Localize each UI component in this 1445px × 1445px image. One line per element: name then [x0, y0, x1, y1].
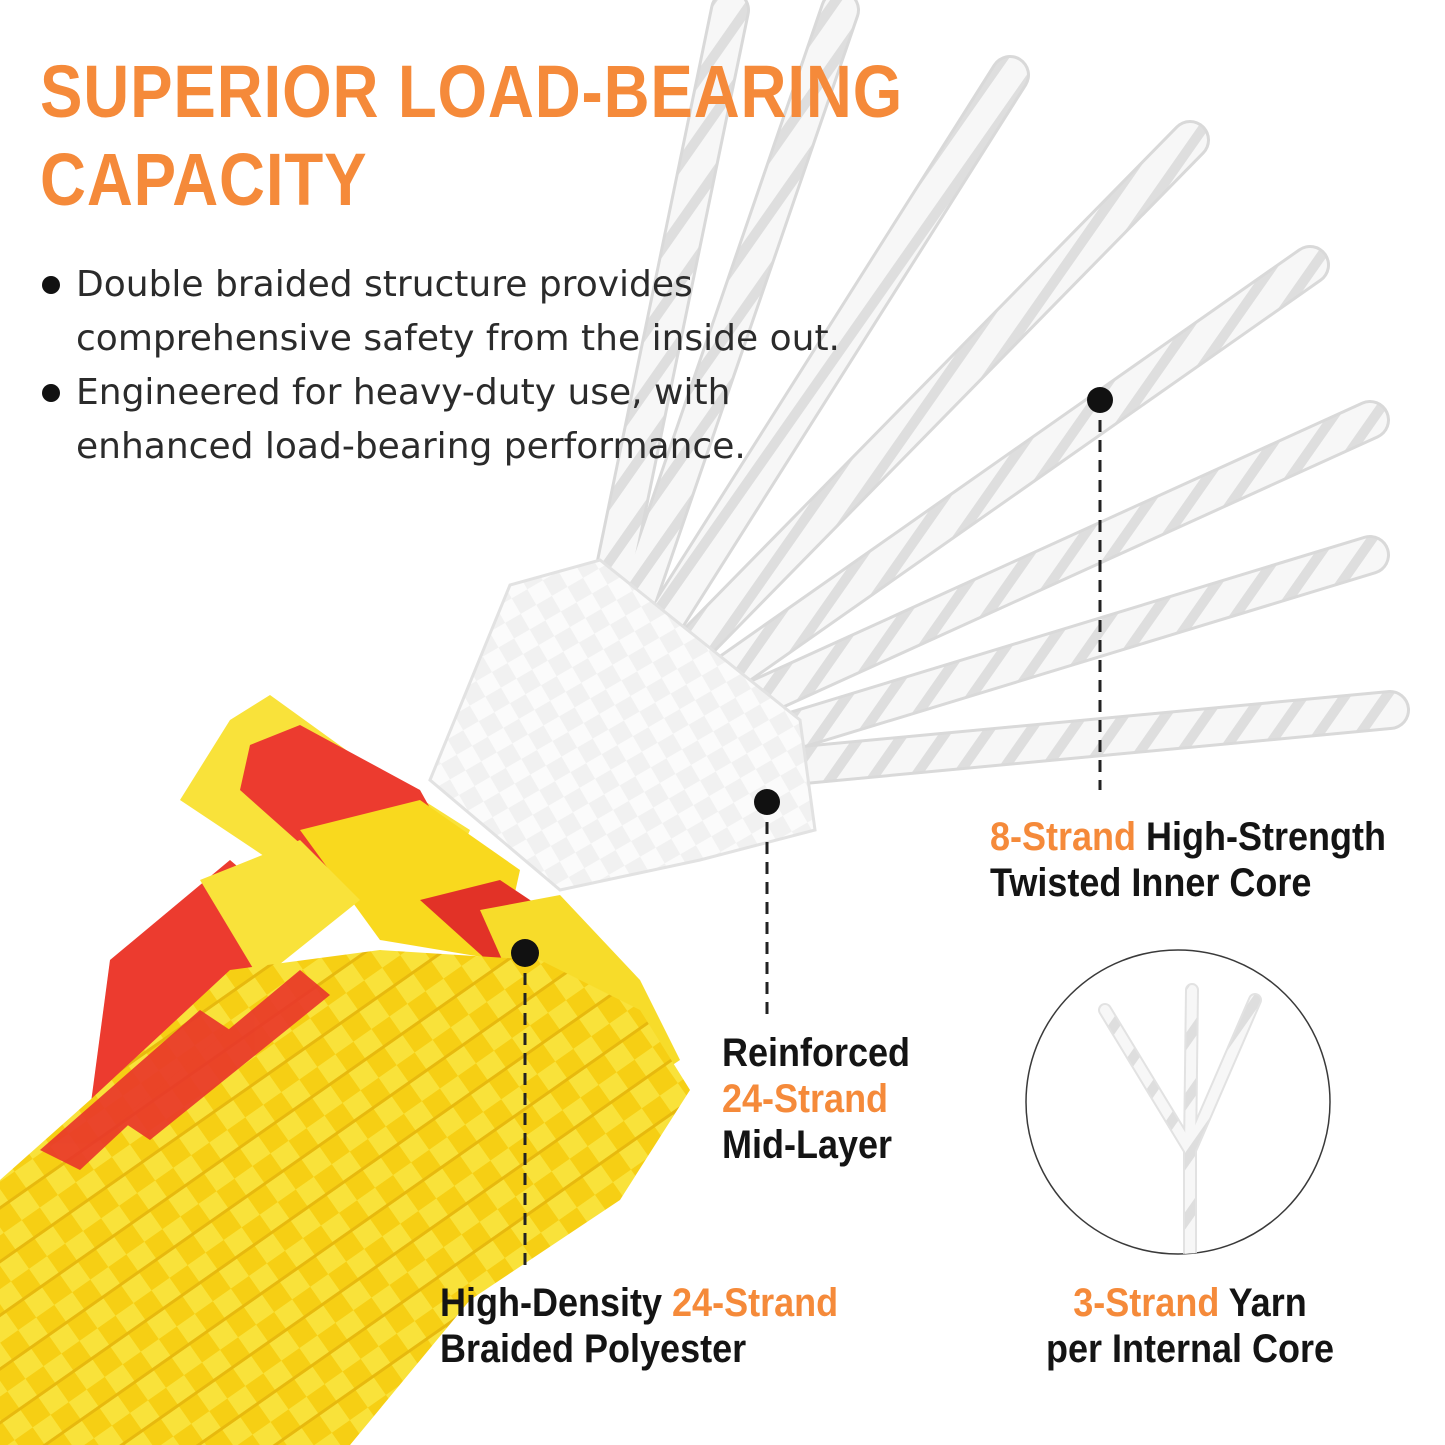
callout-outer-line2: Braided Polyester [440, 1327, 747, 1371]
callout-yarn: 3-Strand Yarn per Internal Core [1046, 1280, 1334, 1372]
outer-red-strands [40, 970, 330, 1170]
callout-mid-line3: Mid-Layer [722, 1123, 893, 1167]
callout-core-highlight: 8-Strand [990, 815, 1137, 859]
callout-core-rest: High-Strength [1146, 815, 1386, 859]
callout-mid-highlight: 24-Strand [722, 1077, 889, 1121]
callout-outer-highlight: 24-Strand [672, 1281, 839, 1325]
callout-yarn-highlight: 3-Strand [1073, 1281, 1220, 1325]
callout-outer-sheath: High-Density 24-Strand Braided Polyester [440, 1280, 838, 1372]
callout-leader-lines [523, 400, 1102, 1270]
page-title: SUPERIOR LOAD-BEARING CAPACITY [40, 48, 903, 224]
marker-outer [511, 939, 539, 967]
title-line-1: SUPERIOR LOAD-BEARING [40, 50, 904, 133]
callout-yarn-line2: per Internal Core [1046, 1327, 1335, 1371]
callout-mid-line1: Reinforced [722, 1031, 911, 1075]
callout-mid-layer: Reinforced 24-Strand Mid-Layer [722, 1030, 910, 1168]
yarn-inset [1025, 949, 1331, 1255]
callout-outer-line1: High-Density [440, 1281, 663, 1325]
bullet-icon [42, 384, 60, 402]
title-line-2: CAPACITY [40, 138, 368, 221]
marker-core [1087, 387, 1113, 413]
callout-markers [511, 387, 1113, 967]
callout-inner-core: 8-Strand High-Strength Twisted Inner Cor… [990, 814, 1386, 906]
marker-mid [754, 789, 780, 815]
inner-core-strands [580, 0, 1410, 790]
callout-core-line2: Twisted Inner Core [990, 861, 1312, 905]
bullet-icon [42, 276, 60, 294]
mid-layer-braid [428, 558, 817, 892]
callout-yarn-rest: Yarn [1228, 1281, 1307, 1325]
